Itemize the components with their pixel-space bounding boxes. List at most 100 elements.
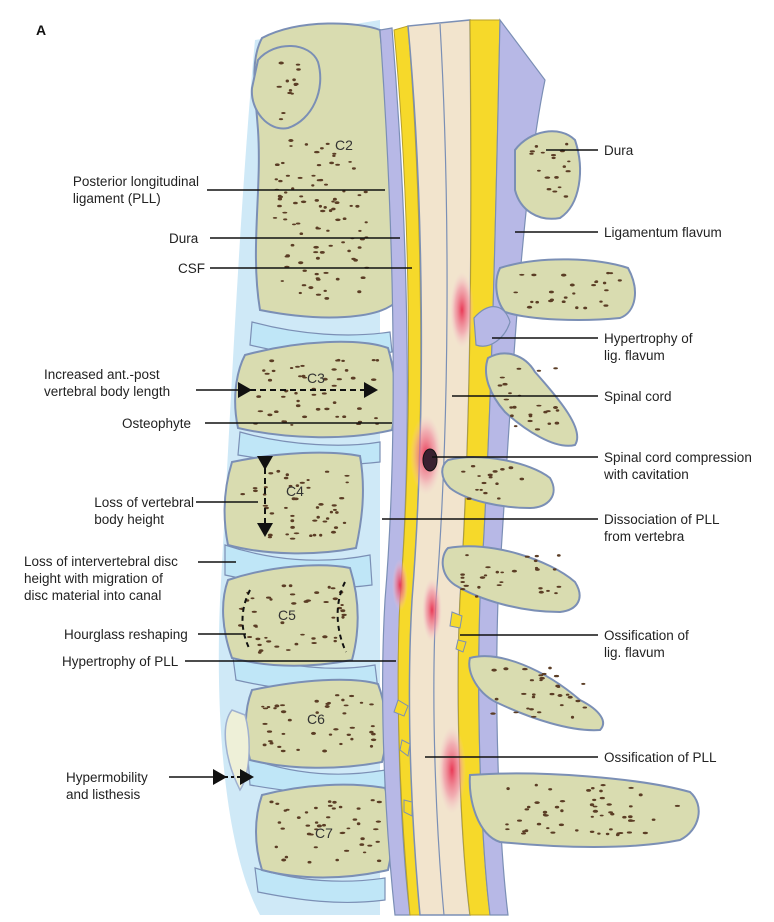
bone-pore (320, 251, 325, 254)
bone-pore (522, 830, 526, 832)
bone-pore (339, 497, 344, 499)
bone-pore (269, 359, 274, 362)
bone-pore (357, 290, 361, 293)
bone-pore (273, 707, 276, 709)
bone-pore (371, 378, 376, 381)
bone-pore (618, 279, 622, 281)
bone-pore (509, 466, 514, 469)
bone-pore (252, 611, 257, 613)
bone-pore (286, 473, 289, 476)
bone-pore (314, 846, 318, 848)
bone-pore (315, 700, 319, 703)
bone-pore (509, 406, 513, 408)
bone-pore (282, 212, 287, 214)
bone-pore (290, 515, 294, 517)
bone-pore (376, 359, 379, 362)
bone-pore (247, 636, 252, 638)
bone-pore (560, 800, 565, 802)
label-pll-ossification: Ossification of PLL (604, 749, 717, 766)
bone-pore (289, 89, 292, 92)
bone-pore (320, 147, 324, 149)
bone-pore (591, 284, 596, 286)
bone-pore (343, 522, 346, 524)
label-dissociation: Dissociation of PLLfrom vertebra (604, 511, 720, 545)
bone-pore (335, 416, 339, 418)
bone-pore (326, 143, 330, 145)
bone-pore (323, 601, 328, 603)
bone-pore (332, 153, 336, 155)
label-dura-left: Dura (169, 230, 198, 247)
bone-pore (268, 379, 272, 382)
bone-pore (567, 161, 570, 163)
bone-pore (371, 725, 375, 727)
bone-pore (298, 261, 303, 264)
bone-pore (539, 591, 544, 594)
bone-pore (329, 162, 334, 165)
bone-pore (367, 845, 372, 847)
bone-pore (500, 468, 505, 471)
bone-pore (514, 425, 518, 427)
bone-pore (502, 383, 507, 386)
bone-pore (286, 649, 291, 651)
bone-pore (346, 482, 349, 484)
bone-pore (297, 816, 301, 819)
bone-pore (333, 401, 337, 404)
bone-pore (488, 474, 493, 477)
bone-pore (594, 281, 597, 283)
bone-pore (341, 360, 345, 362)
bone-pore (280, 704, 285, 706)
bone-pore (259, 649, 264, 652)
level-label-c4: C4 (286, 483, 304, 499)
bone-pore (316, 227, 319, 230)
bone-pore (517, 820, 522, 822)
bone-pore (264, 637, 267, 639)
bone-pore (599, 790, 603, 793)
bone-pore (475, 595, 478, 597)
bone-pore (357, 822, 361, 825)
bone-pore (294, 532, 300, 534)
bone-pore (571, 716, 574, 719)
bone-pore (477, 586, 480, 589)
bone-pore (324, 408, 329, 411)
label-height-loss: Loss of vertebralbody height (94, 494, 194, 528)
bone-pore (253, 487, 258, 489)
bone-pore (300, 365, 304, 367)
bone-pore (337, 378, 342, 380)
bone-pore (590, 831, 595, 833)
bone-pore (556, 409, 560, 411)
bone-pore (591, 787, 595, 789)
bone-pore (475, 489, 479, 491)
bone-pore (371, 739, 376, 742)
bone-pore (268, 536, 272, 538)
bone-pore (543, 811, 547, 814)
bone-pore (296, 400, 299, 402)
bone-pore (281, 859, 286, 862)
bone-pore (336, 278, 340, 281)
bone-pore (535, 555, 539, 557)
bone-pore (537, 711, 541, 713)
bone-pore (311, 175, 315, 177)
bone-pore (267, 706, 271, 708)
bone-pore (561, 274, 566, 277)
bone-pore (330, 511, 333, 514)
bone-pore (538, 674, 543, 676)
bone-pore (257, 644, 261, 646)
bone-pore (604, 289, 609, 291)
bone-pore (331, 587, 336, 589)
bone-pore (266, 597, 271, 599)
bone-pore (532, 693, 536, 695)
bone-pore (460, 573, 465, 575)
bone-pore (305, 143, 308, 146)
bone-pore (531, 716, 537, 718)
label-disc-loss: Loss of intervertebral discheight with m… (24, 553, 178, 604)
bone-pore (296, 64, 300, 66)
bone-pore (373, 828, 379, 830)
bone-pore (278, 195, 282, 198)
bone-pore (505, 828, 509, 830)
bone-pore (376, 841, 380, 843)
bone-pore (629, 805, 633, 807)
bone-pore (351, 377, 356, 380)
bone-pore (335, 164, 340, 166)
bone-pore (281, 162, 285, 164)
bone-pore (552, 191, 557, 193)
